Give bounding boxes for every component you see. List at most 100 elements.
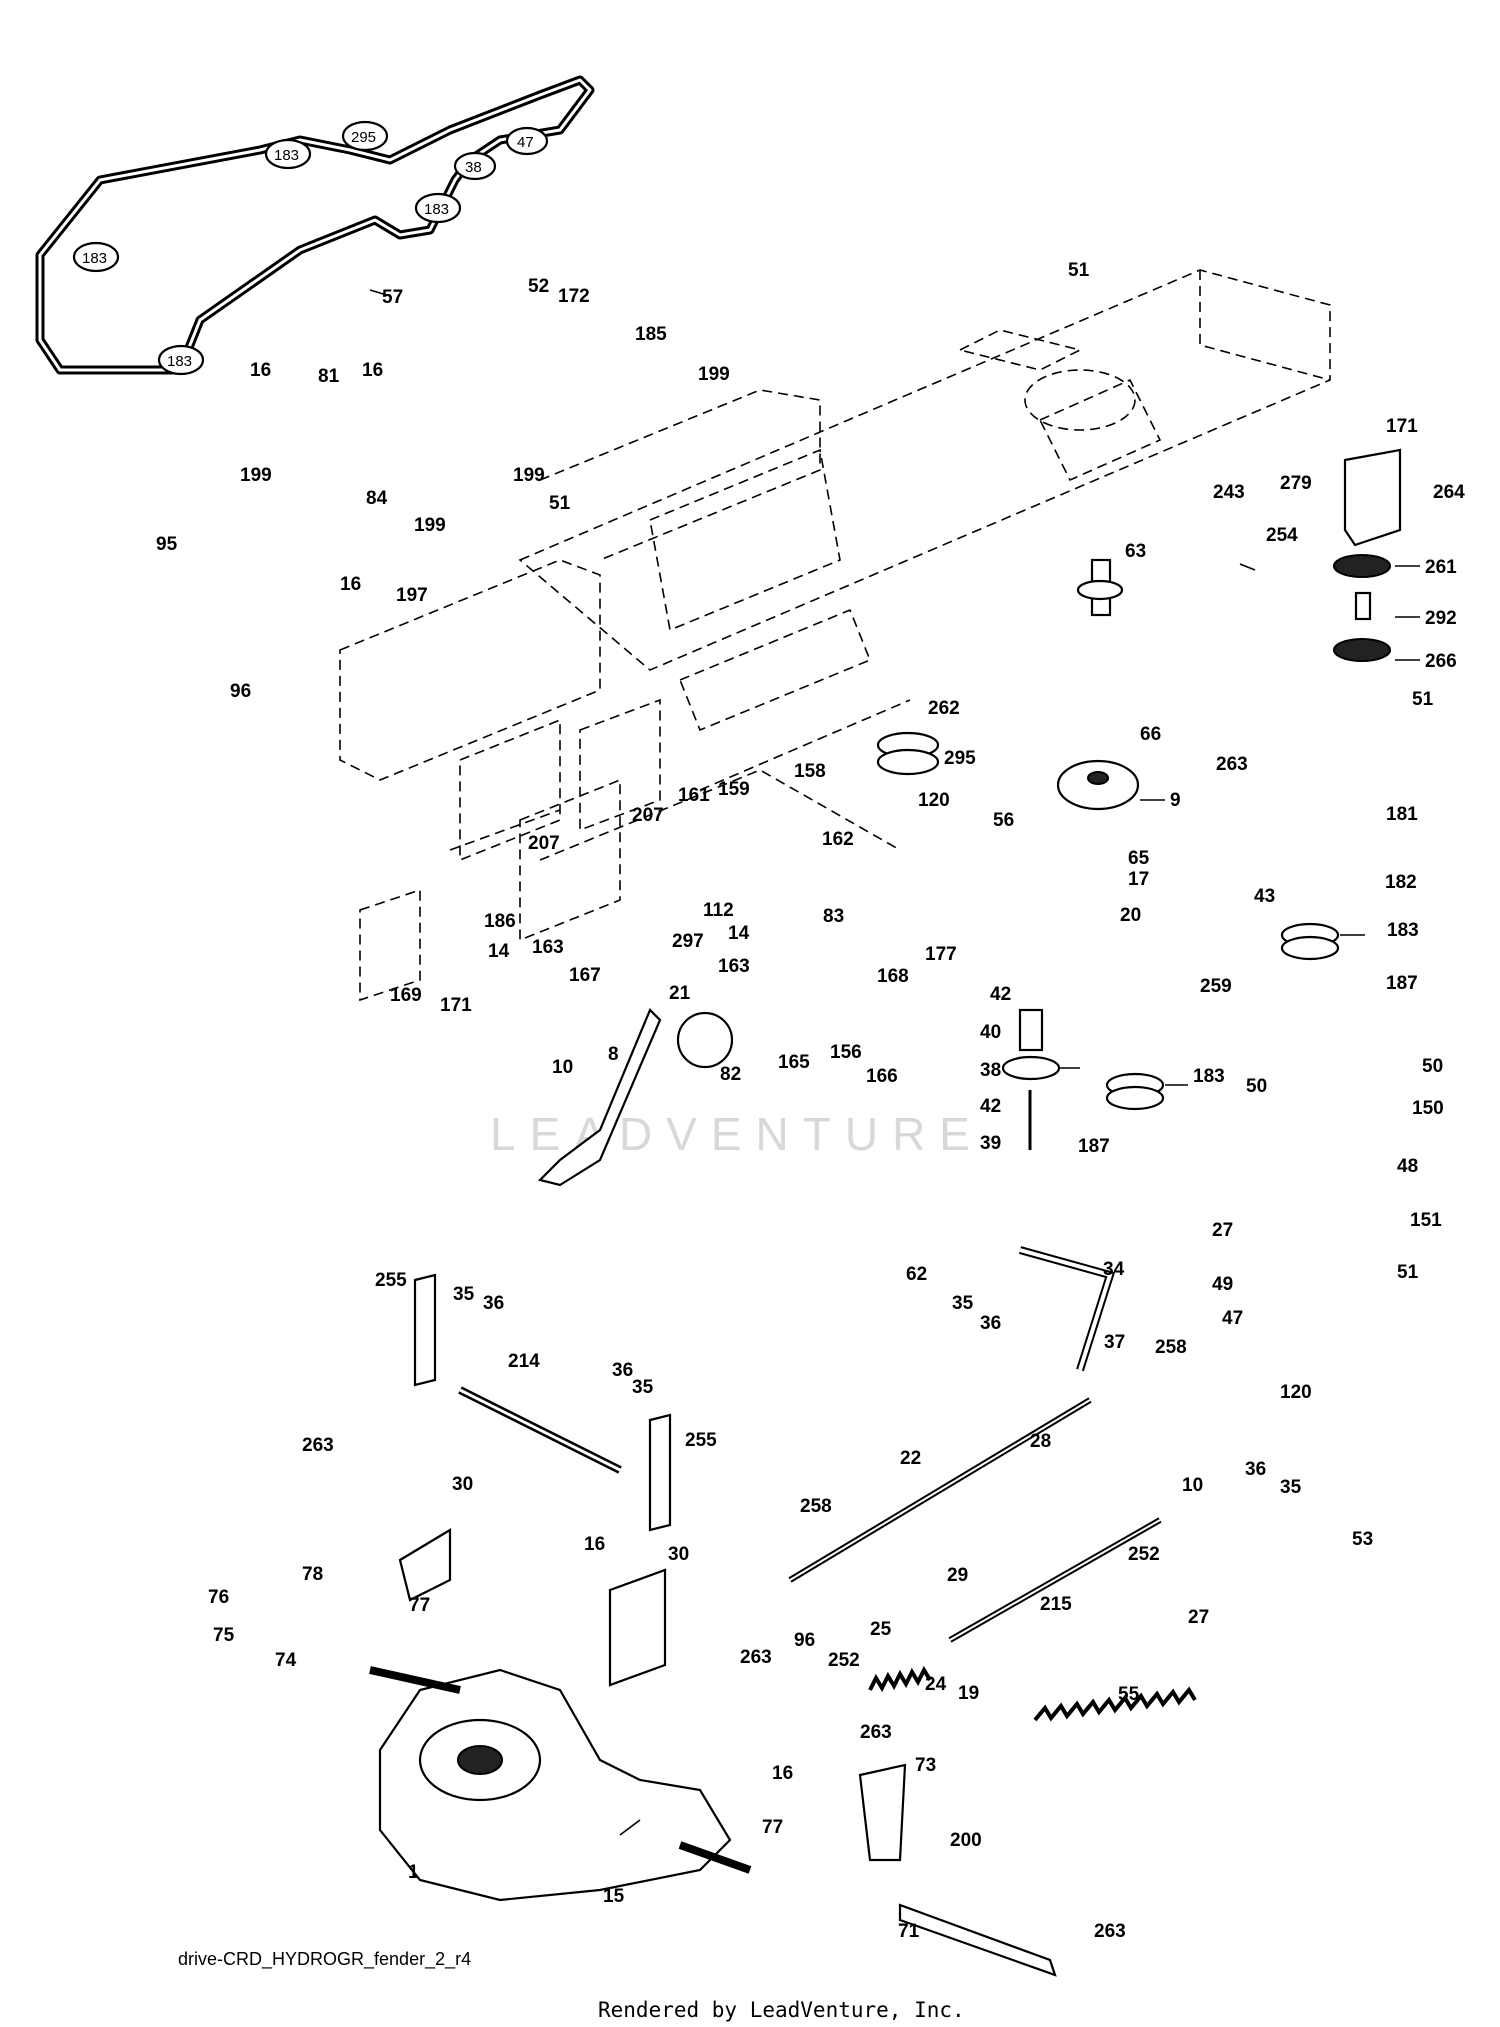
callout-182: 182 [1385, 872, 1417, 893]
callout-255: 255 [685, 1430, 717, 1451]
belt-pulley-183-mid: 183 [414, 192, 462, 224]
callout-261: 261 [1425, 557, 1457, 578]
callout-15: 15 [603, 1886, 625, 1907]
callout-95: 95 [156, 534, 178, 555]
callout-96: 96 [230, 681, 251, 702]
callout-159: 159 [718, 779, 750, 800]
callout-161: 161 [678, 785, 710, 806]
callout-199: 199 [513, 465, 545, 486]
callout-50: 50 [1246, 1076, 1267, 1097]
belt-label: 183 [274, 147, 299, 164]
belt-label: 183 [424, 201, 449, 218]
callout-76: 76 [208, 1587, 229, 1608]
callout-75: 75 [213, 1625, 235, 1646]
callout-81: 81 [318, 366, 340, 387]
rod-22 [788, 1397, 1092, 1583]
callout-30: 30 [668, 1544, 689, 1565]
callout-48: 48 [1397, 1156, 1418, 1177]
callout-172: 172 [558, 286, 590, 307]
callout-50: 50 [1422, 1056, 1443, 1077]
callout-163: 163 [532, 937, 564, 958]
bracket-73 [858, 1763, 907, 1862]
callout-183: 183 [1387, 920, 1419, 941]
bracket-30-left [398, 1528, 452, 1602]
callout-150: 150 [1412, 1098, 1444, 1119]
callout-77: 77 [762, 1817, 783, 1838]
callout-263: 263 [302, 1435, 334, 1456]
callout-207: 207 [528, 833, 560, 854]
callout-35: 35 [1280, 1477, 1302, 1498]
callout-51: 51 [1068, 260, 1090, 281]
callout-65: 65 [1128, 848, 1150, 869]
callout-36: 36 [980, 1313, 1001, 1334]
bracket-30-center [608, 1568, 667, 1687]
callout-259: 259 [1200, 976, 1232, 997]
pulley-183-center [1105, 1072, 1165, 1111]
callout-19: 19 [958, 1683, 979, 1704]
knob-21 [676, 1011, 734, 1069]
shift-lever-8 [537, 1008, 662, 1187]
callout-1: 1 [408, 1862, 419, 1883]
callout-53: 53 [1352, 1529, 1373, 1550]
pulley-38-stack [1001, 1008, 1061, 1150]
callout-10: 10 [1182, 1475, 1203, 1496]
callout-24: 24 [925, 1674, 947, 1695]
callout-25: 25 [870, 1619, 892, 1640]
callout-39: 39 [980, 1133, 1001, 1154]
watermark-text: LEADVENTURE [490, 1108, 984, 1160]
callout-22: 22 [900, 1448, 921, 1469]
tractor-frame [339, 269, 1331, 1002]
callout-255: 255 [375, 1270, 407, 1291]
pulley-261-assembly [1333, 554, 1391, 662]
callout-243: 243 [1213, 482, 1245, 503]
spring-55 [1033, 1686, 1197, 1722]
callout-62: 62 [906, 1264, 927, 1285]
pulley-295-assembly [876, 731, 940, 776]
belt-label: 183 [167, 353, 192, 370]
callout-84: 84 [366, 488, 388, 509]
callout-162: 162 [822, 829, 854, 850]
callout-263: 263 [740, 1647, 772, 1668]
leader-lines [369, 289, 1420, 1836]
callout-258: 258 [1155, 1337, 1187, 1358]
callout-71: 71 [898, 1921, 920, 1942]
callout-207: 207 [632, 805, 664, 826]
pto-clutch-9 [1056, 759, 1140, 811]
callout-120: 120 [918, 790, 950, 811]
callout-14: 14 [488, 941, 510, 962]
callout-42: 42 [980, 1096, 1001, 1117]
callout-16: 16 [250, 360, 271, 381]
arm-214 [413, 1273, 672, 1532]
callout-16: 16 [772, 1763, 793, 1784]
callout-264: 264 [1433, 482, 1465, 503]
callout-43: 43 [1254, 886, 1275, 907]
callout-40: 40 [980, 1022, 1001, 1043]
callout-83: 83 [823, 906, 844, 927]
callout-9: 9 [1170, 790, 1181, 811]
callout-199: 199 [240, 465, 272, 486]
callout-165: 165 [778, 1052, 810, 1073]
callout-34: 34 [1103, 1259, 1125, 1280]
callout-258: 258 [800, 1496, 832, 1517]
callout-16: 16 [340, 574, 361, 595]
callout-252: 252 [828, 1650, 860, 1671]
callout-177: 177 [925, 944, 957, 965]
callout-156: 156 [830, 1042, 862, 1063]
callout-197: 197 [396, 585, 428, 606]
callout-30: 30 [452, 1474, 473, 1495]
motion-control-rod-34 [1018, 1246, 1116, 1372]
callout-8: 8 [608, 1044, 619, 1065]
callout-187: 187 [1078, 1136, 1110, 1157]
callout-199: 199 [414, 515, 446, 536]
callout-158: 158 [794, 761, 826, 782]
callout-214: 214 [508, 1351, 540, 1372]
spindle-63 [1076, 558, 1124, 617]
callout-47: 47 [1222, 1308, 1243, 1329]
idler-bracket-264 [1343, 448, 1402, 547]
callout-295: 295 [944, 748, 976, 769]
callout-171: 171 [1386, 416, 1418, 437]
belt-pulley-295: 295 [341, 120, 389, 152]
callout-78: 78 [302, 1564, 323, 1585]
callout-254: 254 [1266, 525, 1298, 546]
rod-215 [948, 1517, 1162, 1643]
